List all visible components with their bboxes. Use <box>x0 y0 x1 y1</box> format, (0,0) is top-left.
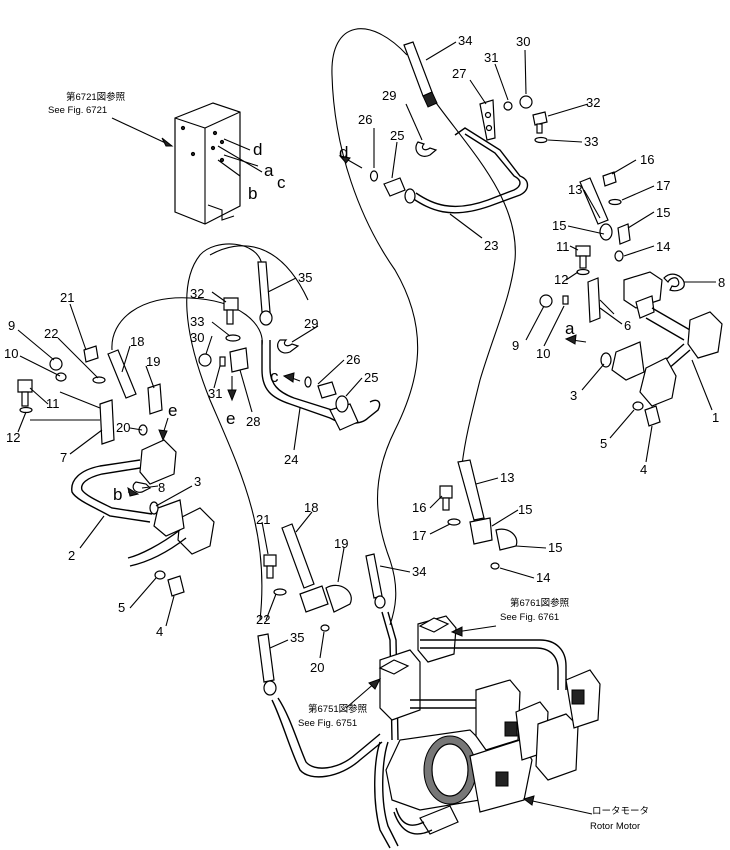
callout-4-top: 4 <box>640 462 647 477</box>
arrow-label-b: b <box>113 485 122 504</box>
bottom-assembly <box>257 459 601 849</box>
callout-5-top: 5 <box>600 436 607 451</box>
callout-13-bottom: 13 <box>500 470 514 485</box>
port-label-a: a <box>264 161 274 180</box>
callout-3-left: 3 <box>194 474 201 489</box>
callout-8-top: 8 <box>718 275 725 290</box>
callout-6: 6 <box>624 318 631 333</box>
ref-6721-jp-label: 第6721図参照 <box>66 91 126 103</box>
callout-34-bottom: 34 <box>412 564 426 579</box>
callout-35-bottom: 35 <box>290 630 304 645</box>
callout-32-mid: 32 <box>190 286 204 301</box>
callout-29-top: 29 <box>382 88 396 103</box>
callout-8-left: 8 <box>158 480 165 495</box>
ref-6751-en-label: See Fig. 6751 <box>298 718 357 729</box>
callout-12-top: 12 <box>554 272 568 287</box>
callout-30-mid: 30 <box>190 330 204 345</box>
callout-25-mid: 25 <box>364 370 378 385</box>
callout-11-top: 11 <box>556 239 570 254</box>
arrow-label-d: d <box>339 143 348 162</box>
callout-7: 7 <box>60 450 67 465</box>
middle-left-assembly <box>186 243 381 621</box>
callout-17-top: 17 <box>656 178 670 193</box>
callout-19-bottom: 19 <box>334 536 348 551</box>
callout-20-left: 20 <box>116 420 130 435</box>
callout-31-top: 31 <box>484 50 498 65</box>
callout-12-left: 12 <box>6 430 20 445</box>
callout-9-top: 9 <box>512 338 519 353</box>
callout-16-top: 16 <box>640 152 654 167</box>
callout-34-top: 34 <box>458 33 472 48</box>
callout-5-left: 5 <box>118 600 125 615</box>
callout-33-top: 33 <box>584 134 598 149</box>
callout-18-bottom: 18 <box>304 500 318 515</box>
callout-numbers: 34 31 30 27 29 32 26 25 33 23 16 17 13 1… <box>4 33 725 675</box>
callout-11-left: 11 <box>46 396 60 411</box>
callout-15-bottom-b: 15 <box>548 540 562 555</box>
callout-18-left: 18 <box>130 334 144 349</box>
arrow-label-a: a <box>565 319 575 338</box>
callout-16-bottom: 16 <box>412 500 426 515</box>
callout-26-top: 26 <box>358 112 372 127</box>
ref-block-6721 <box>111 102 263 225</box>
callout-24: 24 <box>284 452 298 467</box>
callout-21-left: 21 <box>60 290 74 305</box>
callout-10-top: 10 <box>536 346 550 361</box>
callout-17-bottom: 17 <box>412 528 426 543</box>
rotor-motor-en-label: Rotor Motor <box>590 821 640 832</box>
callout-15-bottom-a: 15 <box>518 502 532 517</box>
upper-hose-assembly <box>331 28 548 626</box>
callout-35-mid: 35 <box>298 270 312 285</box>
rotor-motor-jp-label: ロータモータ <box>592 806 649 817</box>
right-upper-assembly <box>539 171 723 427</box>
callout-29-mid: 29 <box>304 316 318 331</box>
port-label-d: d <box>253 140 262 159</box>
arrow-label-e: e <box>168 401 177 420</box>
callout-22-bottom: 22 <box>256 612 270 627</box>
port-label-c: c <box>277 173 286 192</box>
callout-15-top-b: 15 <box>552 218 566 233</box>
ref-6751-jp-label: 第6751図参照 <box>308 703 368 715</box>
callout-14-bottom: 14 <box>536 570 550 585</box>
arrow-label-c: c <box>270 367 279 386</box>
callout-3-top: 3 <box>570 388 577 403</box>
callout-25-top: 25 <box>390 128 404 143</box>
callout-9-left: 9 <box>8 318 15 333</box>
callout-32-top: 32 <box>586 95 600 110</box>
callout-13-top: 13 <box>568 182 582 197</box>
callout-21-bottom: 21 <box>256 512 270 527</box>
callout-31-mid: 31 <box>208 386 222 401</box>
ref-6761-jp-label: 第6761図参照 <box>510 597 570 609</box>
callout-1: 1 <box>712 410 719 425</box>
callout-19-left: 19 <box>146 354 160 369</box>
callout-30-top: 30 <box>516 34 530 49</box>
callout-leaders <box>17 41 716 659</box>
callout-33-mid: 33 <box>190 314 204 329</box>
callout-10-left: 10 <box>4 346 18 361</box>
callout-4-left: 4 <box>156 624 163 639</box>
callout-27: 27 <box>452 66 466 81</box>
callout-26-mid: 26 <box>346 352 360 367</box>
left-assembly <box>17 297 263 597</box>
ref-6721-en-label: See Fig. 6721 <box>48 105 107 116</box>
callout-23: 23 <box>484 238 498 253</box>
arrow-label-e2: e <box>226 409 235 428</box>
port-label-b: b <box>248 184 257 203</box>
callout-22-left: 22 <box>44 326 58 341</box>
ref-6761-en-label: See Fig. 6761 <box>500 612 559 623</box>
callout-14-top: 14 <box>656 239 670 254</box>
callout-20-bottom: 20 <box>310 660 324 675</box>
callout-15-top-a: 15 <box>656 205 670 220</box>
callout-28: 28 <box>246 414 260 429</box>
callout-2: 2 <box>68 548 75 563</box>
